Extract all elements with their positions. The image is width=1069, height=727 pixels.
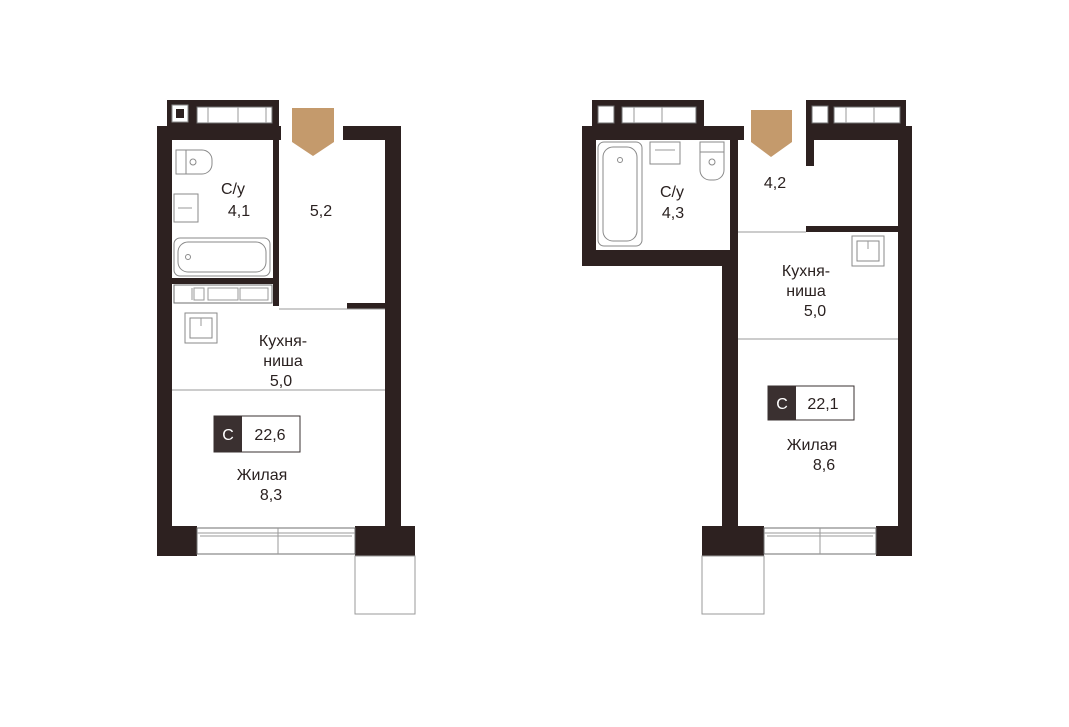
- plan2-badge-value: 22,1: [807, 396, 838, 413]
- plan2-hall-area: 4,2: [764, 175, 786, 192]
- plan1-wall-bottom-left: [157, 526, 197, 556]
- plan1-hall-area: 5,2: [310, 203, 332, 220]
- plan1-bath-name: С/у: [221, 181, 245, 198]
- plan1-badge-value: 22,6: [254, 427, 285, 444]
- plan1-kitchen-name-1: Кухня-: [259, 333, 307, 350]
- plan1-window-top: [196, 106, 273, 124]
- plan1-wall-bottom-right: [355, 526, 415, 556]
- plan1-kitchen-name-2: ниша: [263, 353, 303, 370]
- plan1-wall-stub: [347, 303, 385, 309]
- plan1-wall-right: [385, 126, 401, 546]
- plan1-wall-left: [157, 126, 172, 556]
- plan2-kitchen-name-2: ниша: [786, 283, 826, 300]
- plan2-entrance-icon: [751, 110, 792, 157]
- plan2-wall-bottom-left: [702, 526, 764, 556]
- plan1-bath-area: 4,1: [228, 203, 250, 220]
- plan2-wall-bath-bottom: [582, 250, 738, 266]
- plan1-window-bottom: [196, 527, 356, 555]
- plan2-living-name: Жилая: [787, 437, 838, 454]
- plan2-wall-left: [722, 250, 738, 556]
- plan2-wall-top-left: [582, 126, 744, 140]
- plan1-kitchen-area: 5,0: [270, 373, 292, 390]
- plan2-wall-right: [898, 126, 912, 556]
- plan2-bath-name: С/у: [660, 184, 684, 201]
- plan1-wall-bath-partition: [273, 140, 279, 306]
- plan2-wall-bath-partition: [730, 126, 738, 254]
- plan2-wall-left-bath: [582, 126, 596, 266]
- plan2-window-top-left: [621, 106, 697, 124]
- plan2-sink-icon: [649, 141, 681, 165]
- plan1-badge: С 22,6: [213, 415, 301, 453]
- plan1-wall-bath-bottom: [172, 278, 279, 284]
- plan2-wall-bottom-right: [876, 526, 912, 556]
- plan2-wall-hall-right: [806, 126, 814, 166]
- plan2-window-top-right: [833, 106, 901, 124]
- plan2-badge: С 22,1: [767, 385, 855, 421]
- plan2-wall-top-right: [806, 126, 912, 140]
- plan2-badge-letter: С: [776, 396, 788, 413]
- plan1-living-area: 8,3: [260, 487, 282, 504]
- plan2-living-area: 8,6: [813, 457, 835, 474]
- plan1-badge-letter: С: [222, 427, 234, 444]
- plan1-balcony: [354, 555, 416, 615]
- plan2-balcony: [701, 555, 765, 615]
- plan2-kitchen-name-1: Кухня-: [782, 263, 830, 280]
- plan1-wall-top-left: [157, 126, 281, 140]
- plan1-living-name: Жилая: [237, 467, 288, 484]
- plan2-kitchen-area: 5,0: [804, 303, 826, 320]
- plan1-window-mid: [173, 284, 273, 304]
- plan-1: С/у 4,1 5,2 Кухня- ниша 5,0 Жилая 8,3 С …: [157, 100, 416, 615]
- plan2-bath-area: 4,3: [662, 205, 684, 222]
- plan2-wall-hall-bottom: [806, 226, 898, 232]
- plan-2: С/у 4,3 4,2 Кухня- ниша 5,0 Жилая 8,6 С …: [582, 100, 912, 615]
- plan1-entrance-icon: [292, 108, 334, 156]
